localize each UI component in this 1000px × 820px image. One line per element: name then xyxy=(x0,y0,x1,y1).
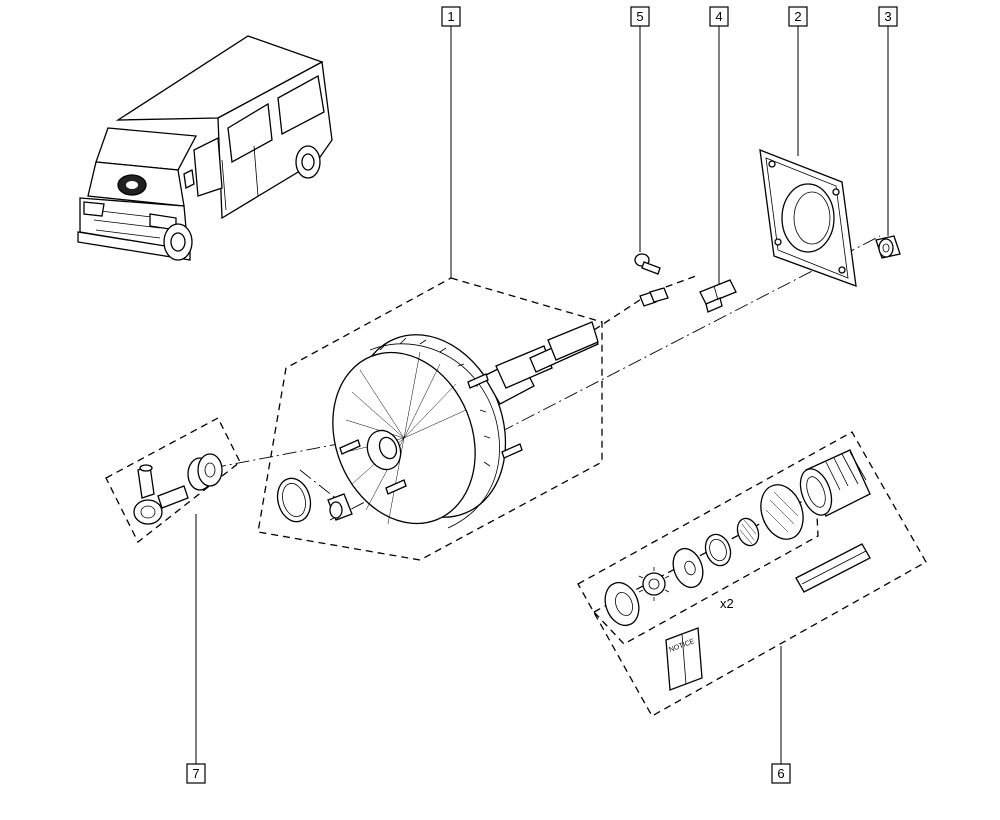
nut xyxy=(875,235,901,259)
seal-nut xyxy=(327,493,353,521)
clip-assembly xyxy=(593,275,697,331)
clevis xyxy=(699,279,737,313)
callout-6: 6 xyxy=(771,646,791,784)
hose-fitting xyxy=(133,464,189,525)
callout-5: 5 xyxy=(630,6,650,252)
o-ring xyxy=(276,477,312,523)
callout-2: 2 xyxy=(788,6,808,156)
brake-booster xyxy=(211,235,881,529)
repair-kit-outline xyxy=(577,431,927,717)
repair-kit-inner-outline xyxy=(592,492,819,645)
callout-4: 4 xyxy=(709,6,729,288)
callout-7: 7 xyxy=(186,514,206,784)
van-illustration xyxy=(77,35,333,261)
callout-4-label: 4 xyxy=(715,9,722,24)
clevis-pin xyxy=(634,253,661,275)
callout-2-label: 2 xyxy=(794,9,801,24)
mounting-gasket xyxy=(759,148,857,287)
grommet xyxy=(187,453,223,491)
callout-5-label: 5 xyxy=(636,9,643,24)
quantity-label: x2 xyxy=(720,596,734,611)
booster-group-outline xyxy=(257,277,603,561)
callout-1-label: 1 xyxy=(447,9,454,24)
callout-6-label: 6 xyxy=(777,766,784,781)
repair-kit-parts xyxy=(604,449,871,691)
callout-3-label: 3 xyxy=(884,9,891,24)
callout-1: 1 xyxy=(441,6,461,278)
callout-7-label: 7 xyxy=(192,766,199,781)
fitting-group-outline xyxy=(105,417,241,544)
callout-3: 3 xyxy=(878,6,898,236)
